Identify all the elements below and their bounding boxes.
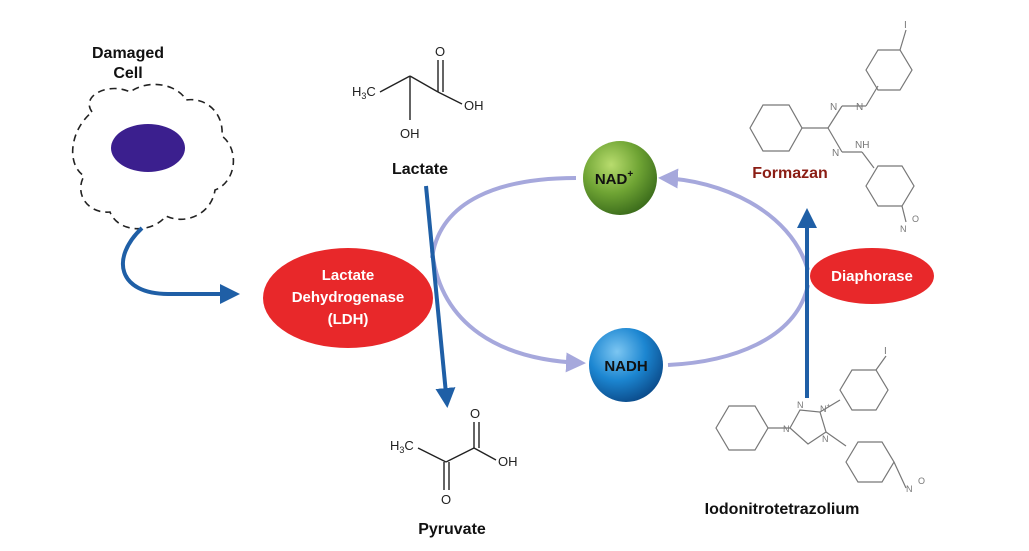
lactate-o: O (435, 44, 445, 59)
iodonitrotetrazolium-label: Iodonitrotetrazolium (705, 501, 860, 518)
int-nitro-o: O (918, 476, 925, 486)
formazan-nitro-n: N (900, 224, 907, 234)
pyruvate-o-keto: O (441, 492, 451, 507)
int-n-plus: N+ (820, 403, 831, 414)
lactate-oh: OH (400, 126, 420, 141)
formazan-n1: N (830, 102, 837, 113)
int-iodine: I (884, 346, 887, 357)
cell-to-ldh-arrow (120, 226, 240, 304)
damaged-cell-label-2: Cell (113, 65, 142, 82)
int-n3: N (822, 434, 829, 444)
ldh-label-3: (LDH) (328, 311, 369, 328)
formazan-structure (749, 29, 915, 223)
pyruvate-oh: OH (498, 454, 518, 469)
nad-plus-label: NAD+ (595, 169, 634, 188)
pyruvate-label: Pyruvate (418, 521, 486, 538)
pyruvate-o-acid: O (470, 406, 480, 421)
lactate-to-pyruvate-arrow (424, 185, 456, 408)
ldh-label-2: Dehydrogenase (292, 289, 405, 306)
formazan-nh: NH (855, 140, 869, 151)
cycle-arrow-left-upper (430, 176, 577, 259)
nad-plus-node (583, 141, 657, 215)
lactate-oh-acid: OH (464, 98, 484, 113)
cell-nucleus (111, 124, 185, 172)
pyruvate-structure (417, 422, 497, 490)
formazan-n3: N (832, 148, 839, 159)
nadh-label: NADH (604, 358, 647, 375)
damaged-cell-label-1: Damaged (92, 45, 164, 62)
formazan-nitro-o: O (912, 214, 919, 224)
formazan-label: Formazan (752, 165, 828, 182)
formazan-n2: N (856, 102, 863, 113)
nadh-node (589, 328, 663, 402)
int-nitro-n: N (906, 484, 913, 494)
diaphorase-enzyme (810, 248, 934, 304)
int-n2: N (783, 424, 790, 434)
pyruvate-ch3: H3C (390, 438, 414, 455)
damaged-cell-membrane (71, 83, 235, 230)
lactate-label: Lactate (392, 161, 448, 178)
lactate-structure (379, 60, 463, 120)
formazan-iodine: I (904, 20, 907, 31)
cycle-arrow-to-nadh (430, 249, 586, 373)
ldh-label-1: Lactate (322, 267, 375, 284)
cycle-arrow-to-nad (658, 168, 810, 271)
iodonitrotetrazolium-structure (715, 355, 907, 489)
lactate-ch3: H3C (352, 84, 376, 101)
cycle-arrow-right-lower (667, 284, 810, 367)
int-n1: N (797, 400, 804, 410)
ldh-enzyme (263, 248, 433, 348)
diaphorase-label: Diaphorase (831, 268, 913, 285)
